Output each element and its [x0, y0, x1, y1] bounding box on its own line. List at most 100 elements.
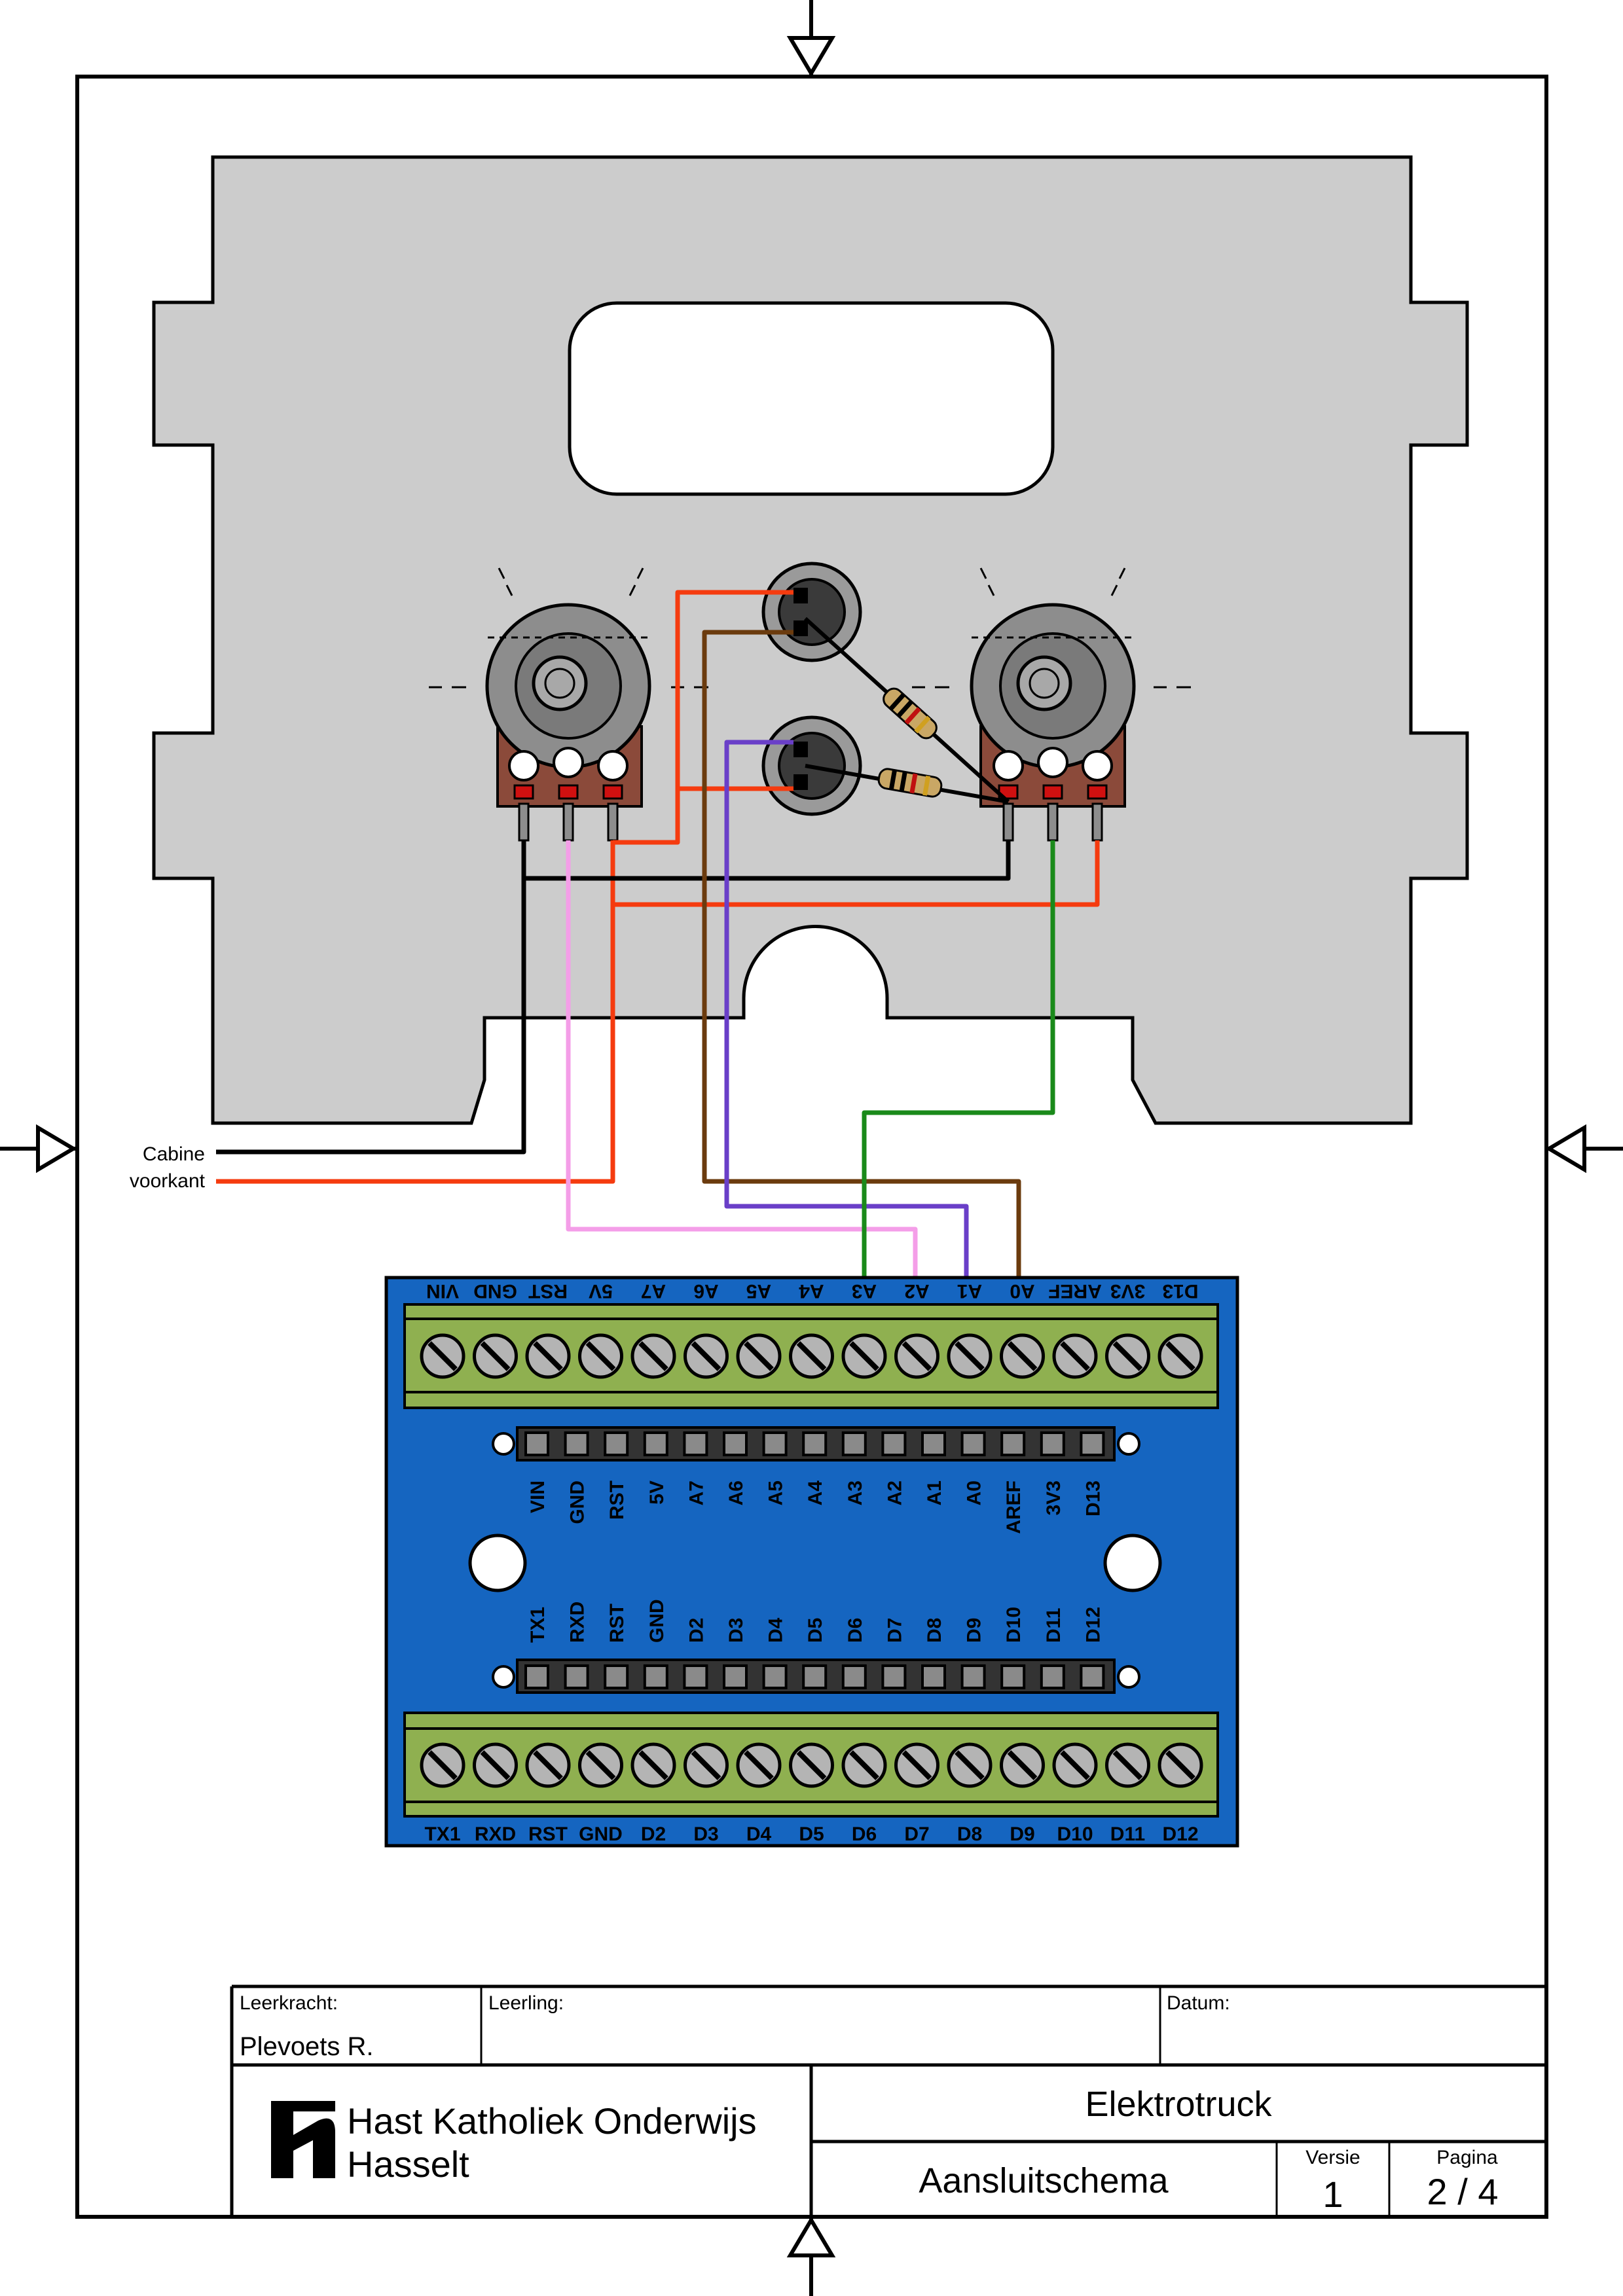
header-label: GND	[567, 1480, 589, 1524]
terminal-label: RST	[528, 1823, 568, 1845]
screw-slot	[428, 1750, 458, 1780]
screw-slot	[638, 1341, 668, 1371]
header-label: D6	[845, 1618, 866, 1643]
screw-slot	[744, 1750, 774, 1780]
terminal-label: GND	[579, 1823, 623, 1845]
header-label: A1	[924, 1480, 945, 1505]
header-label: D7	[884, 1618, 905, 1643]
header-pin	[524, 1664, 549, 1689]
terminal-label: D2	[641, 1823, 666, 1845]
screw-slot	[480, 1341, 511, 1371]
potentiometer-left	[429, 567, 708, 842]
header-pin	[643, 1664, 668, 1689]
header-label: A6	[725, 1480, 747, 1505]
terminal-label: A5	[746, 1280, 771, 1302]
terminal-label: A6	[693, 1280, 718, 1302]
header-pin	[564, 1664, 589, 1689]
screw-slot	[796, 1341, 827, 1371]
bottom-screw-row	[420, 1742, 1203, 1788]
screw-slot	[691, 1750, 721, 1780]
resistors	[803, 617, 1010, 804]
header-bottom-pins	[524, 1664, 1105, 1689]
version-value: 1	[1322, 2174, 1343, 2215]
mount-hole-left	[468, 1534, 527, 1592]
header-pin	[1040, 1664, 1065, 1689]
header-pin	[881, 1664, 907, 1689]
wires	[216, 590, 1100, 1302]
wire-red-pots-link	[610, 840, 1100, 907]
header-pin	[1080, 1664, 1105, 1689]
screw-slot	[1060, 1341, 1090, 1371]
screw-slot	[744, 1341, 774, 1371]
project-title: Elektrotruck	[1085, 2085, 1272, 2124]
header-pin	[921, 1431, 946, 1456]
terminal-label: D13	[1162, 1280, 1198, 1302]
header-label: RST	[606, 1480, 628, 1520]
screw-slot	[1165, 1750, 1195, 1780]
terminal-label: D8	[957, 1823, 982, 1845]
header-label: 5V	[646, 1480, 668, 1505]
header-label: TX1	[527, 1607, 549, 1643]
wire-green	[862, 840, 1055, 1302]
wire-purple	[724, 740, 969, 1302]
top-screw-row	[420, 1333, 1203, 1379]
header-pin	[762, 1664, 788, 1689]
header-pin	[604, 1431, 629, 1456]
screw-slot	[480, 1750, 511, 1780]
header-pin	[723, 1431, 748, 1456]
header-pin	[841, 1664, 867, 1689]
terminal-label: D3	[693, 1823, 718, 1845]
header-pin	[762, 1431, 788, 1456]
header-label: A4	[805, 1480, 826, 1506]
header-label: D9	[964, 1618, 985, 1643]
header-pin	[881, 1431, 907, 1456]
header-label: D4	[765, 1617, 787, 1643]
terminal-label: A1	[957, 1280, 982, 1302]
header-label: A0	[964, 1480, 985, 1505]
terminal-label: D5	[799, 1823, 824, 1845]
header-pin	[604, 1664, 629, 1689]
header-label: GND	[646, 1599, 668, 1643]
header-label: D11	[1043, 1608, 1065, 1643]
wire-red-lamp-link	[613, 786, 793, 845]
header-label: 3V3	[1043, 1480, 1065, 1515]
panel-window-cutout	[568, 301, 1055, 496]
page-value: 2 / 4	[1427, 2171, 1499, 2212]
version-label: Versie	[1305, 2147, 1360, 2168]
terminal-label: TX1	[424, 1823, 460, 1845]
terminal-label: 5V	[589, 1280, 613, 1302]
wire-black-pots	[521, 840, 1011, 881]
header-pin	[802, 1431, 828, 1456]
screw-slot	[849, 1341, 879, 1371]
indicator-lamp-top	[761, 562, 862, 662]
terminal-label: 3V3	[1110, 1280, 1145, 1302]
screw-slot	[1060, 1750, 1090, 1780]
mount-hole-right	[1103, 1534, 1162, 1592]
terminal-label: D4	[746, 1823, 772, 1845]
screw-slot	[1112, 1341, 1143, 1371]
screw-slot	[1112, 1750, 1143, 1780]
drawing-title: Aansluitschema	[919, 2161, 1169, 2200]
wire-black-cabin	[216, 878, 526, 1155]
screw-slot	[585, 1341, 616, 1371]
screw-slot	[638, 1750, 668, 1780]
header-pin	[683, 1431, 708, 1456]
header-pin	[921, 1664, 946, 1689]
terminal-label: D10	[1057, 1823, 1093, 1845]
teacher-value: Plevoets R.	[240, 2032, 374, 2061]
screw-slot	[1007, 1750, 1038, 1780]
header-label: A5	[765, 1480, 787, 1505]
header-top-pins	[524, 1431, 1105, 1456]
wire-label-cabine: Cabine	[143, 1143, 205, 1165]
terminal-label: GND	[473, 1280, 517, 1302]
terminal-label: A4	[799, 1280, 824, 1302]
wire-pink	[566, 840, 918, 1302]
header-label: D2	[685, 1618, 707, 1643]
header-label: A7	[685, 1480, 707, 1505]
school-name-line2: Hasselt	[347, 2144, 469, 2185]
page-label: Pagina	[1436, 2147, 1498, 2168]
